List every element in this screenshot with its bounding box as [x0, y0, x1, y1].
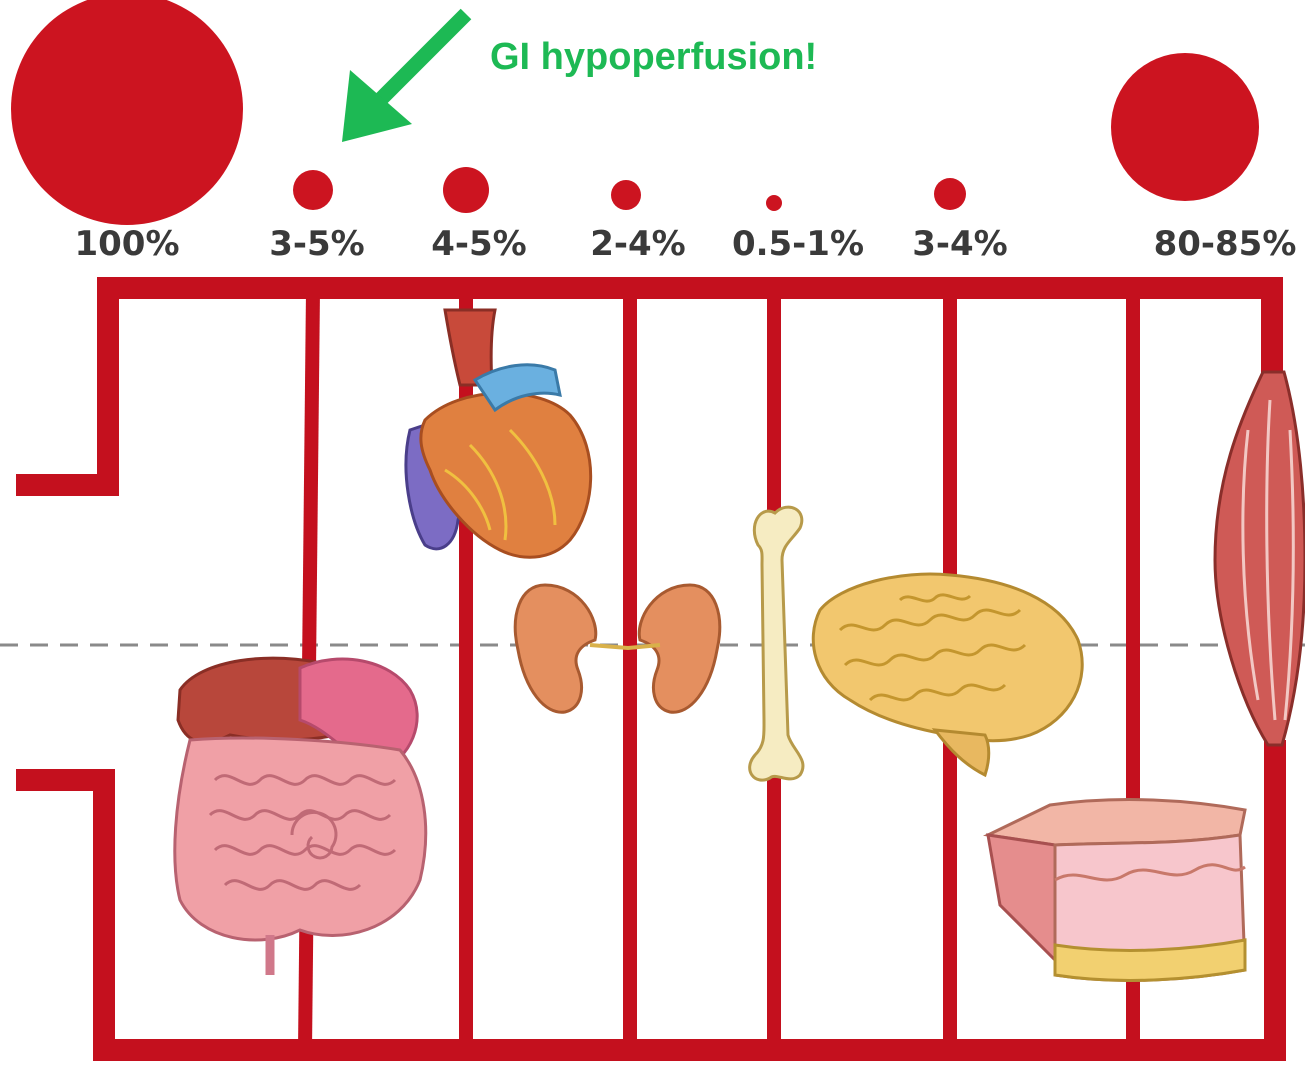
skin-icon	[988, 800, 1245, 981]
drop-bone	[766, 195, 782, 211]
pct-bone: 0.5-1%	[732, 224, 864, 264]
arrow-icon	[342, 14, 466, 142]
drop-gi	[293, 170, 333, 210]
drop-brain	[934, 178, 966, 210]
brain-icon	[813, 574, 1082, 775]
pct-kidney: 2-4%	[590, 224, 686, 264]
heart-icon	[406, 310, 591, 557]
annotation-text: GI hypoperfusion!	[490, 36, 817, 78]
drop-heart	[443, 167, 489, 213]
drop-muscle	[1111, 53, 1259, 201]
kidneys-icon	[515, 585, 719, 712]
drop-total	[11, 0, 243, 225]
blood-drops	[11, 0, 1259, 225]
intestines-icon	[175, 658, 426, 975]
percentage-labels: 100% 3-5% 4-5% 2-4% 0.5-1% 3-4% 80-85%	[74, 224, 1296, 264]
annotation: GI hypoperfusion!	[342, 14, 817, 142]
pct-gi: 3-5%	[269, 224, 365, 264]
pct-brain: 3-4%	[912, 224, 1008, 264]
drop-kidney	[611, 180, 641, 210]
pct-muscle: 80-85%	[1154, 224, 1297, 264]
pct-total: 100%	[74, 224, 179, 264]
artery-inlet	[16, 288, 1272, 485]
pct-heart: 4-5%	[431, 224, 527, 264]
muscle-icon	[1215, 372, 1305, 745]
